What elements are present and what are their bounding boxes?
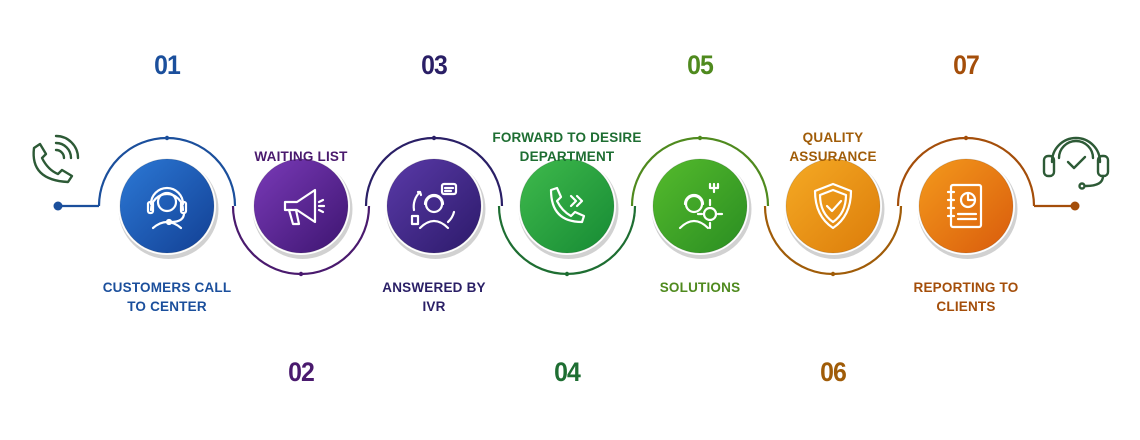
- call-forward-icon: [549, 186, 586, 224]
- step-circle-06: [784, 157, 885, 259]
- headset-agent-icon: [146, 186, 188, 230]
- wave-node-05: [697, 135, 703, 141]
- start-dot: [53, 201, 63, 211]
- wave-node-04: [564, 271, 570, 277]
- step-number-03: 03: [421, 50, 448, 80]
- step-label-waiting-list: WAITING LIST: [254, 149, 348, 164]
- phone-signal-icon: [32, 134, 80, 184]
- shield-check-icon: [813, 182, 853, 230]
- step-circle-01: [118, 157, 219, 259]
- step-circle-05: [651, 157, 752, 259]
- step-number-06: 06: [820, 357, 847, 387]
- step-circles: [118, 157, 1018, 259]
- step-circle-07: [917, 157, 1018, 259]
- step-label-solutions: SOLUTIONS: [659, 280, 741, 295]
- megaphone-icon: [283, 188, 326, 226]
- step-number-04: 04: [554, 357, 581, 387]
- wave-node-01: [164, 135, 170, 141]
- step-number-02: 02: [288, 357, 315, 387]
- flow-wave: [97, 135, 1036, 277]
- step-circle-03: [385, 157, 486, 259]
- wave-node-06: [830, 271, 836, 277]
- wave-node-07: [963, 135, 969, 141]
- end-dot: [1070, 201, 1080, 211]
- step-circle-04: [518, 157, 619, 259]
- step-number-05: 05: [687, 50, 714, 80]
- wave-node-03: [431, 135, 437, 141]
- support-tools-icon: [678, 182, 724, 230]
- headset-check-icon: [1042, 136, 1110, 190]
- report-document-icon: [946, 183, 983, 229]
- step-number-01: 01: [154, 50, 181, 80]
- step-circle-02: [252, 157, 353, 259]
- ivr-agent-icon: [410, 182, 458, 230]
- step-number-07: 07: [953, 50, 980, 80]
- wave-node-02: [298, 271, 304, 277]
- flow-endcaps: [32, 134, 1110, 211]
